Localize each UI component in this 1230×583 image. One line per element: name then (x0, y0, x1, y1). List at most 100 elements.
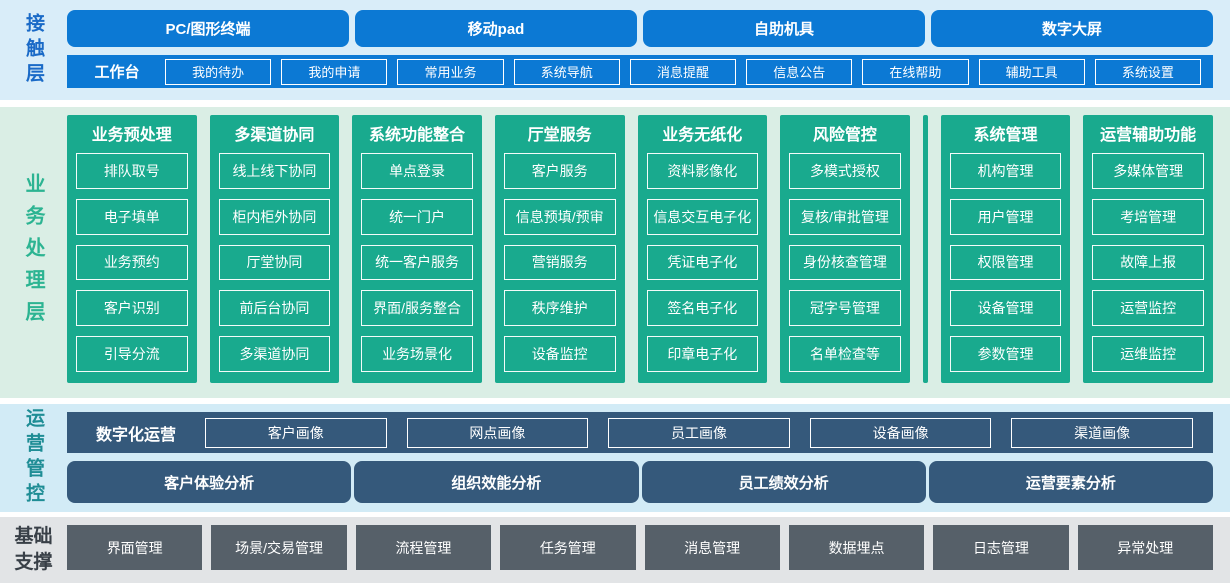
portrait-branch: 网点画像 (406, 417, 589, 448)
business-columns-row: 业务预处理 排队取号 电子填单 业务预约 客户识别 引导分流 多渠道协同 线上线… (67, 115, 1213, 383)
business-column-items: 客户服务 信息预填/预审 营销服务 秩序维护 设备监控 (503, 153, 616, 372)
analysis-operation-factors: 运营要素分析 (928, 461, 1213, 503)
digital-operation-label: 数字化运营 (95, 426, 176, 444)
business-column-title: 运营辅助功能 (1100, 127, 1197, 144)
business-item: 线上线下协同 (218, 153, 331, 189)
workbench-item-auxiliary-tools: 辅助工具 (978, 58, 1085, 85)
business-item: 考培管理 (1092, 198, 1204, 235)
business-column-title: 系统管理 (973, 127, 1038, 144)
business-item: 冠字号管理 (789, 290, 901, 327)
workbench-item-system-navigation: 系统导航 (513, 58, 620, 85)
business-item: 厅堂协同 (218, 244, 331, 281)
business-item: 信息预填/预审 (503, 198, 616, 235)
business-item: 运维监控 (1092, 336, 1204, 372)
channel-self-service-machine: 自助机具 (643, 10, 925, 47)
business-column-items: 排队取号 电子填单 业务预约 客户识别 引导分流 (76, 153, 188, 372)
workbench-item-my-applications: 我的申请 (281, 58, 388, 85)
business-item: 信息交互电子化 (646, 198, 759, 235)
business-column-system-management: 系统管理 机构管理 用户管理 权限管理 设备管理 参数管理 (940, 115, 1071, 383)
business-item: 业务场景化 (361, 336, 473, 372)
business-column-title: 系统功能整合 (369, 127, 466, 144)
business-item: 电子填单 (76, 198, 188, 235)
workbench-bar: 工作台 我的待办 我的申请 常用业务 系统导航 消息提醒 信息公告 在线帮助 辅… (67, 55, 1213, 88)
business-item: 权限管理 (949, 244, 1062, 281)
foundation-item-exception-handling: 异常处理 (1077, 525, 1213, 570)
workbench-item-online-help: 在线帮助 (862, 58, 969, 85)
business-item: 业务预约 (76, 244, 188, 281)
business-item: 复核/审批管理 (789, 198, 901, 235)
business-item: 故障上报 (1092, 244, 1204, 281)
channel-mobile-pad: 移动pad (355, 10, 637, 47)
business-item: 柜内柜外协同 (218, 198, 331, 235)
business-item: 运营监控 (1092, 290, 1204, 327)
business-item: 机构管理 (949, 153, 1062, 189)
analysis-organization-efficiency: 组织效能分析 (354, 461, 639, 503)
contact-layer-label: 接触层 (23, 12, 44, 88)
business-layer-label-wrap: 业务处理层 (0, 107, 67, 398)
foundation-item-message-management: 消息管理 (644, 525, 780, 570)
business-column-title: 多渠道协同 (234, 127, 315, 144)
business-item: 引导分流 (76, 336, 188, 372)
business-item: 前后台协同 (218, 290, 331, 327)
analysis-customer-experience: 客户体验分析 (67, 461, 352, 503)
business-item: 客户服务 (503, 153, 616, 189)
business-item: 统一门户 (361, 198, 473, 235)
business-column-title: 业务预处理 (91, 127, 172, 144)
business-column-hall-service: 厅堂服务 客户服务 信息预填/预审 营销服务 秩序维护 设备监控 (494, 115, 625, 383)
business-item: 身份核查管理 (789, 244, 901, 281)
business-column-items: 多媒体管理 考培管理 故障上报 运营监控 运维监控 (1092, 153, 1204, 372)
workbench-item-common-business: 常用业务 (397, 58, 504, 85)
business-item: 设备监控 (503, 336, 616, 372)
business-item: 多媒体管理 (1092, 153, 1204, 189)
business-column-title: 厅堂服务 (527, 127, 592, 144)
business-column-risk-control: 风险管控 多模式授权 复核/审批管理 身份核查管理 冠字号管理 名单检查等 (780, 115, 910, 383)
business-item: 设备管理 (949, 290, 1062, 327)
business-item: 秩序维护 (503, 290, 616, 327)
business-item: 多渠道协同 (218, 336, 331, 372)
business-item: 资料影像化 (646, 153, 759, 189)
business-item: 凭证电子化 (646, 244, 759, 281)
foundation-item-process-management: 流程管理 (355, 525, 492, 570)
business-item: 印章电子化 (646, 336, 759, 372)
business-item: 界面/服务整合 (361, 290, 473, 327)
business-item: 统一客户服务 (361, 244, 473, 281)
business-column-operation-auxiliary: 运营辅助功能 多媒体管理 考培管理 故障上报 运营监控 运维监控 (1083, 115, 1213, 383)
business-item: 营销服务 (503, 244, 616, 281)
business-column-paperless: 业务无纸化 资料影像化 信息交互电子化 凭证电子化 签名电子化 印章电子化 (637, 115, 768, 383)
business-column-preprocessing: 业务预处理 排队取号 电子填单 业务预约 客户识别 引导分流 (67, 115, 197, 383)
workbench-item-todo: 我的待办 (165, 58, 272, 85)
foundation-row: 界面管理 场景/交易管理 流程管理 任务管理 消息管理 数据埋点 日志管理 异常… (67, 525, 1213, 570)
operation-layer-band: 运营管控 数字化运营 客户画像 网点画像 员工画像 设备画像 渠道画像 客户体验… (0, 404, 1230, 512)
foundation-layer-band: 基础支撑 界面管理 场景/交易管理 流程管理 任务管理 消息管理 数据埋点 日志… (0, 517, 1230, 583)
business-item: 用户管理 (949, 198, 1062, 235)
analysis-employee-performance: 员工绩效分析 (641, 461, 926, 503)
contact-layer-band: 接触层 PC/图形终端 移动pad 自助机具 数字大屏 工作台 我的待办 我的申… (0, 0, 1230, 100)
portrait-customer: 客户画像 (205, 417, 387, 448)
business-item: 客户识别 (76, 290, 188, 327)
operation-layer-label-wrap: 运营管控 (0, 404, 67, 512)
operation-layer-label: 运营管控 (23, 408, 44, 508)
foundation-item-interface-management: 界面管理 (67, 525, 203, 570)
business-item: 单点登录 (361, 153, 473, 189)
business-item: 名单检查等 (789, 336, 901, 372)
portrait-device: 设备画像 (809, 417, 992, 448)
foundation-layer-label: 基础支撑 (14, 526, 53, 573)
portrait-employee: 员工画像 (608, 417, 790, 448)
foundation-item-task-management: 任务管理 (500, 525, 636, 570)
portrait-channel: 渠道画像 (1011, 417, 1193, 448)
foundation-layer-label-wrap: 基础支撑 (0, 517, 67, 583)
foundation-item-scene-transaction-management: 场景/交易管理 (211, 525, 347, 570)
analysis-row: 客户体验分析 组织效能分析 员工绩效分析 运营要素分析 (67, 461, 1213, 503)
contact-layer-label-wrap: 接触层 (0, 0, 67, 100)
workbench-item-message-reminder: 消息提醒 (629, 58, 737, 85)
business-column-system-integration: 系统功能整合 单点登录 统一门户 统一客户服务 界面/服务整合 业务场景化 (352, 115, 482, 383)
business-column-multichannel: 多渠道协同 线上线下协同 柜内柜外协同 厅堂协同 前后台协同 多渠道协同 (209, 115, 340, 383)
business-item: 排队取号 (76, 153, 188, 189)
business-item: 多模式授权 (789, 153, 901, 189)
business-column-items: 机构管理 用户管理 权限管理 设备管理 参数管理 (949, 153, 1062, 372)
business-layer-label: 业务处理层 (22, 172, 44, 333)
business-column-title: 风险管控 (812, 127, 877, 144)
business-item: 参数管理 (949, 336, 1062, 372)
channel-digital-screen: 数字大屏 (931, 10, 1213, 47)
workbench-item-system-settings: 系统设置 (1094, 58, 1201, 85)
